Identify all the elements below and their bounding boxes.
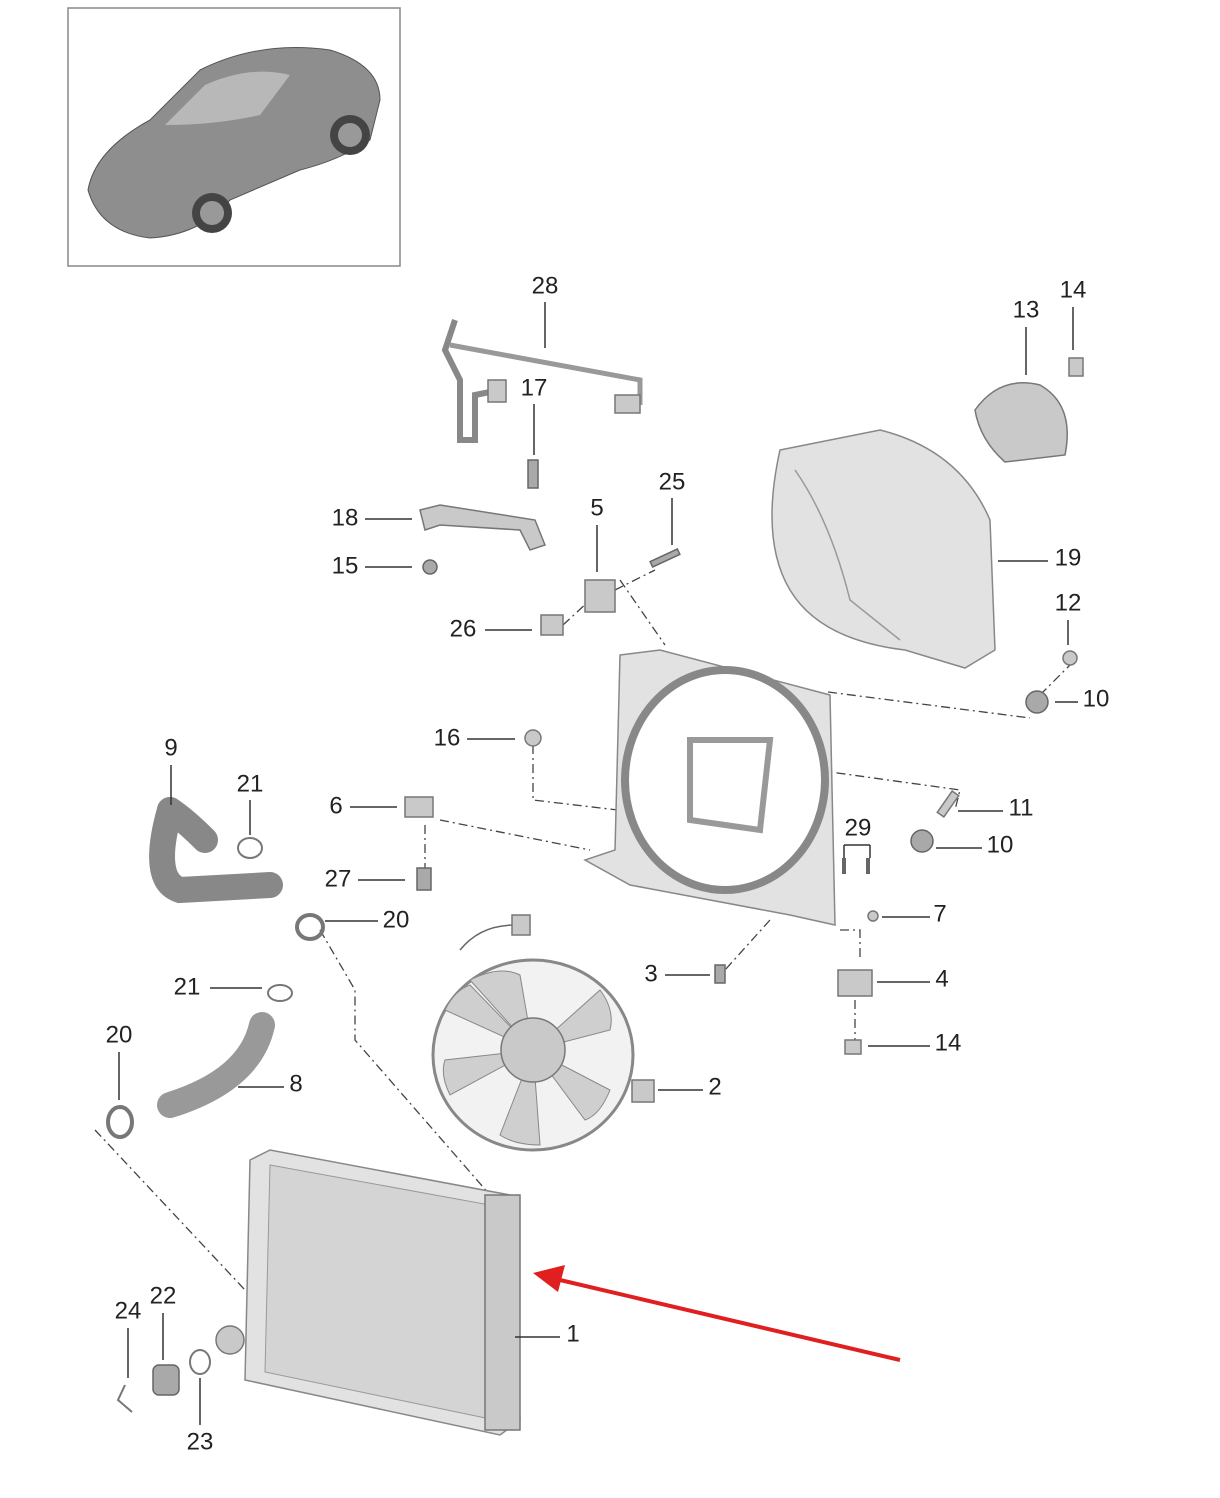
part-5-clip — [584, 579, 616, 613]
part-21-seal-lower — [267, 984, 293, 1002]
callout-10-lower: 10 — [987, 831, 1014, 858]
part-18-bracket — [419, 459, 546, 575]
callout-11: 11 — [1009, 794, 1034, 821]
part-14-clip — [844, 1039, 862, 1055]
part-20-clamp — [295, 913, 325, 941]
leader-lines — [118, 302, 1078, 1425]
part-27-screw — [416, 867, 432, 891]
callout-20: 20 — [383, 906, 410, 933]
part-13-cover — [974, 382, 1068, 463]
callout-1: 1 — [566, 1320, 579, 1347]
callout-16: 16 — [434, 724, 461, 751]
part-14-clip-top — [1068, 357, 1084, 377]
callout-8: 8 — [289, 1070, 302, 1097]
callout-24: 24 — [115, 1297, 142, 1324]
callout-2: 2 — [708, 1073, 721, 1100]
part-4-bracket — [837, 969, 873, 997]
part-23-seal — [189, 1349, 211, 1375]
part-16-nut — [524, 729, 542, 747]
callout-12: 12 — [1055, 589, 1082, 616]
part-8-hose — [157, 1012, 275, 1118]
vehicle-thumbnail — [67, 7, 401, 267]
callout-25: 25 — [659, 468, 686, 495]
part-29-screws — [842, 858, 870, 874]
part-20-clamp-lower — [106, 1105, 134, 1139]
callout-10: 10 — [1083, 685, 1110, 712]
callout-29: 29 — [845, 814, 872, 841]
callout-3: 3 — [644, 960, 657, 987]
part-2-fan — [431, 914, 655, 1152]
callout-26: 26 — [450, 615, 477, 642]
part-12-nut — [1062, 650, 1078, 666]
part-1-radiator — [215, 1149, 521, 1436]
callout-7: 7 — [933, 900, 946, 927]
part-fan-frame — [583, 649, 836, 926]
part-28-cable-harness — [441, 319, 643, 443]
part-7-nut — [867, 910, 879, 922]
assembly-lines — [94, 569, 1071, 1291]
part-10-grommet-top — [1025, 690, 1049, 714]
part-11-spring — [936, 790, 960, 818]
callout-13: 13 — [1013, 296, 1040, 323]
part-21-seal — [237, 837, 263, 859]
part-3-screw — [714, 964, 726, 984]
highlight-arrow — [533, 1265, 901, 1362]
callout-18: 18 — [332, 504, 359, 531]
callout-14: 14 — [1060, 276, 1087, 303]
callout-9: 9 — [164, 734, 177, 761]
part-10-grommet — [910, 829, 934, 853]
part-19-shroud — [771, 429, 996, 669]
callout-19: 19 — [1055, 544, 1082, 571]
callout-20-lower: 20 — [106, 1021, 133, 1048]
callout-28: 28 — [532, 272, 559, 299]
callout-17: 17 — [521, 374, 548, 401]
callout-15: 15 — [332, 552, 359, 579]
callout-21-lower: 21 — [174, 973, 201, 1000]
callout-23: 23 — [187, 1428, 214, 1455]
part-26-nut — [540, 614, 564, 636]
callout-27: 27 — [325, 865, 352, 892]
callout-14-lower: 14 — [935, 1029, 962, 1056]
part-25-screw — [649, 547, 681, 569]
callout-labels: 28 17 25 5 18 15 26 13 14 19 12 10 16 9 … — [106, 272, 1110, 1455]
callout-5: 5 — [590, 494, 603, 521]
callout-4: 4 — [935, 965, 948, 992]
part-22-plug — [152, 1364, 180, 1396]
callout-21: 21 — [237, 770, 264, 797]
part-9-hose — [149, 797, 283, 904]
part-6-clip — [404, 796, 434, 818]
callout-6: 6 — [329, 792, 342, 819]
part-24-clip — [116, 1384, 133, 1413]
callout-22: 22 — [150, 1282, 177, 1309]
